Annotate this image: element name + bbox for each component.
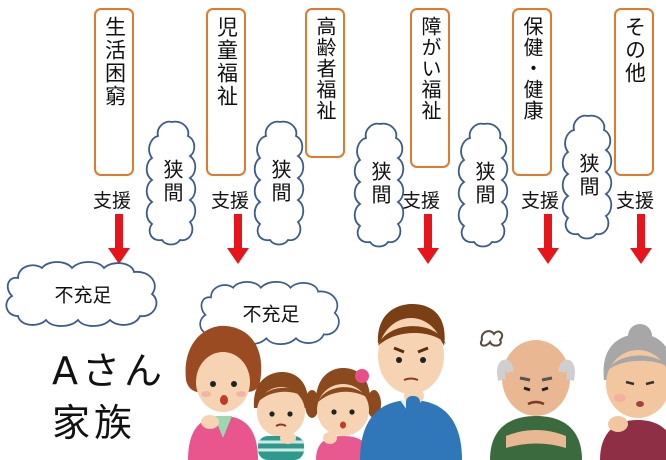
down-arrow-icon [227,214,249,264]
support-label: 支援 [211,190,250,212]
down-arrow-icon [108,214,130,264]
category-label: 児童福祉 [214,16,239,108]
worry-scribble-icon [480,330,504,347]
support-label: 支援 [616,190,655,212]
category-label: 障がい福祉 [418,16,442,121]
category-box-health: 保健・健康 [512,8,552,176]
category-box-disability-welfare: 障がい福祉 [410,8,450,168]
shortage-cloud: 不充足 [4,258,162,330]
category-box-child-welfare: 児童福祉 [206,8,246,176]
gap-cloud: 狭間 [561,112,614,240]
down-arrow-icon [537,214,559,264]
gap-cloud: 狭間 [253,118,306,246]
category-box-poverty: 生活困窮 [94,8,134,176]
category-box-other: その他 [614,8,654,176]
support-label: 支援 [521,190,560,212]
down-arrow-icon [417,214,439,264]
father-illustration [360,304,462,460]
category-label: その他 [622,16,647,85]
gap-cloud: 狭間 [457,120,510,248]
boy-illustration [253,372,309,460]
shortage-label: 不充足 [242,303,300,326]
gap-label: 狭間 [268,159,292,205]
category-label: 生活困窮 [102,16,127,108]
family-name-label: Aさん [52,349,166,393]
category-label: 保健・健康 [520,16,544,121]
support-label: 支援 [402,190,441,212]
family-label: 家族 [52,401,137,445]
gap-label: 狭間 [160,159,184,205]
category-label: 高齢者福祉 [313,16,337,121]
gap-label: 狭間 [368,161,392,207]
old-man-illustration [490,340,582,460]
category-box-elderly-welfare: 高齢者福祉 [305,8,345,158]
shortage-label: 不充足 [54,284,112,307]
gap-cloud: 狭間 [353,120,406,248]
girl-illustration [305,368,381,460]
gap-label: 狭間 [472,161,496,207]
gap-label: 狭間 [576,153,600,199]
mother-illustration [185,325,262,460]
support-label: 支援 [93,190,132,212]
gap-cloud: 狭間 [145,118,198,246]
down-arrow-icon [630,214,652,264]
old-woman-illustration [600,324,666,460]
